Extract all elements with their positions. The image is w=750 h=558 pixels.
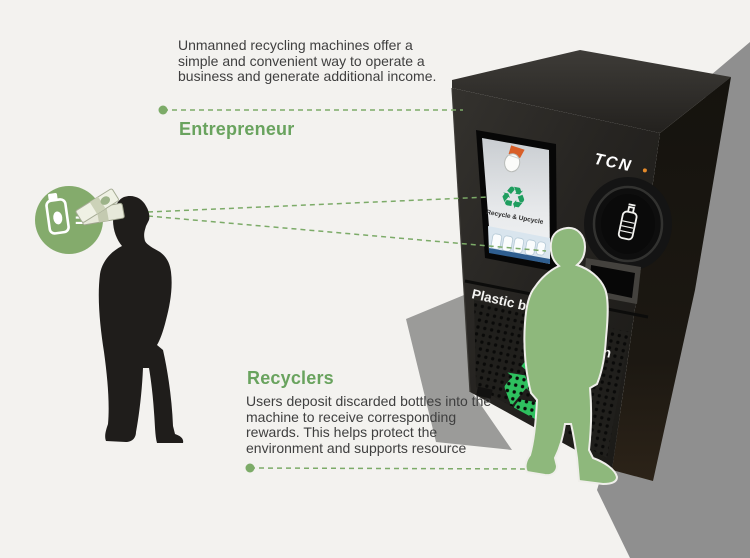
gaze-line-upper xyxy=(147,196,490,213)
recyclers-callout-dot xyxy=(245,463,255,473)
machine-right-side xyxy=(612,77,731,481)
screen-bottles-image xyxy=(488,226,550,264)
bottle-insert-port[interactable] xyxy=(584,177,672,271)
entrepreneur-callout-dot xyxy=(158,105,168,115)
machine-left-edge-highlight xyxy=(451,87,471,393)
bottle-outline-icon xyxy=(45,193,70,235)
money-icon xyxy=(75,188,125,226)
brand-dot xyxy=(642,168,647,173)
bottle-icon xyxy=(617,203,638,241)
machine-screen: ♻ Recycle & Upcycle xyxy=(476,130,557,272)
machine-top xyxy=(452,50,731,133)
hand-deposit-icon xyxy=(504,145,525,173)
floor-shadow xyxy=(406,295,512,450)
bottle-equals-money-badge: = xyxy=(35,186,125,254)
screen-recycle-icon: ♻ xyxy=(497,180,529,217)
machine-foot xyxy=(476,386,493,399)
gaze-line-lower xyxy=(147,215,547,252)
recyclers-heading: Recyclers xyxy=(247,368,334,388)
recycler-silhouette xyxy=(523,226,619,486)
entrepreneur-heading: Entrepreneur xyxy=(179,119,295,139)
panel-label-right: n xyxy=(601,344,612,360)
recyclers-description: Users deposit discarded bottles into the… xyxy=(246,393,492,456)
recyclers-callout-line xyxy=(249,467,538,470)
entrepreneur-silhouette xyxy=(98,196,184,443)
annotation-lines xyxy=(147,109,547,470)
equals-sign: = xyxy=(75,211,86,232)
entrepreneur-description: Unmanned recycling machines offer a simp… xyxy=(178,37,437,84)
